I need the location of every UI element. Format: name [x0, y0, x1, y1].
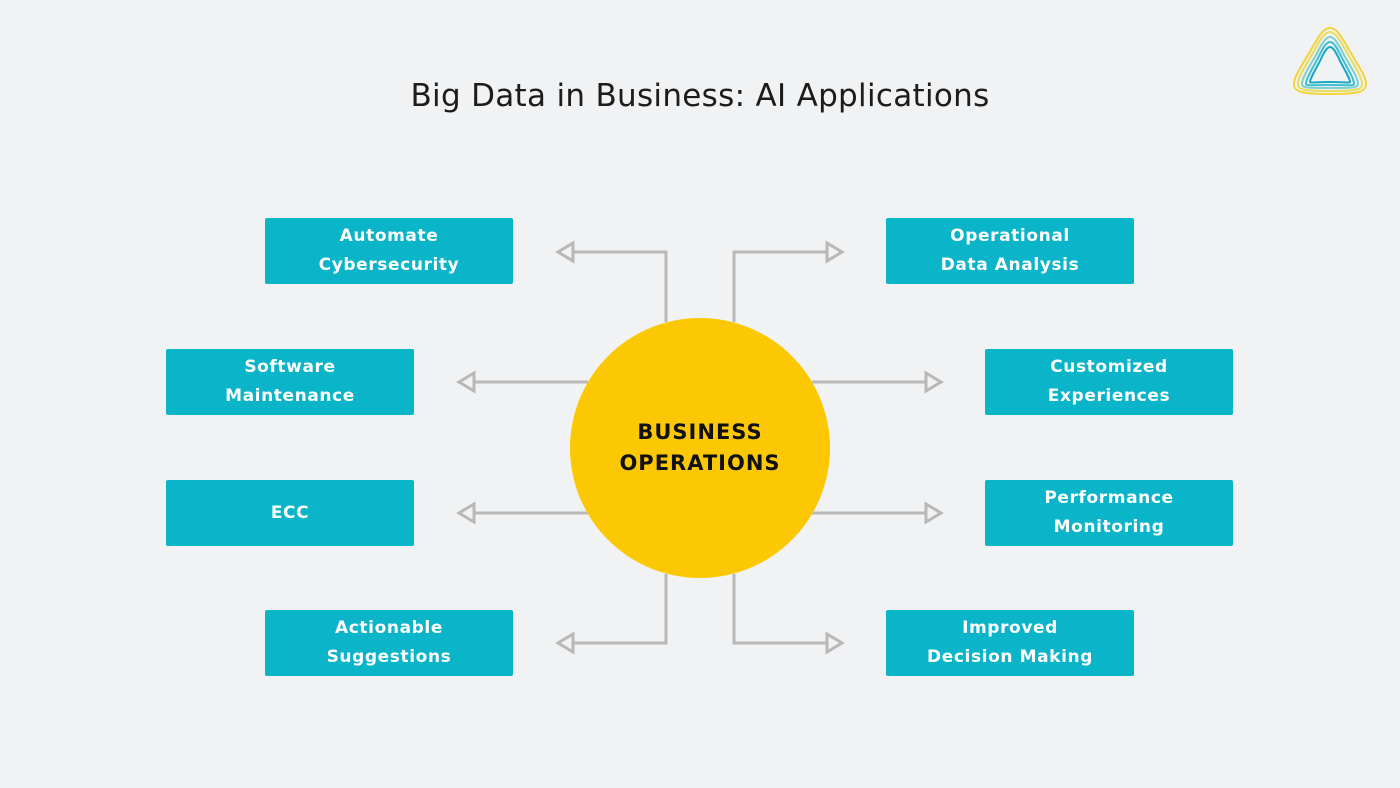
box-label: ECC	[270, 502, 310, 523]
box-ecc: ECC	[166, 480, 414, 546]
center-node: BUSINESS OPERATIONS	[570, 318, 830, 578]
box-label: Actionable Suggestions	[326, 618, 452, 667]
box-label: Improved Decision Making	[927, 618, 1093, 667]
diagram-title: Big Data in Business: AI Applications	[410, 78, 990, 114]
box-label: Automate Cybersecurity	[318, 226, 460, 275]
box-improved-decision-making: Improved Decision Making	[886, 610, 1134, 676]
box-operational-data-analysis: Operational Data Analysis	[886, 218, 1134, 284]
arrowhead-right-icon	[924, 370, 944, 394]
arrowhead-left-icon	[555, 631, 575, 655]
connector-actionable-suggestions	[572, 574, 668, 645]
arrowhead-right-icon	[924, 501, 944, 525]
connector-operational-data-analysis	[732, 250, 828, 322]
box-label: Operational Data Analysis	[940, 226, 1080, 275]
center-node-label: BUSINESS OPERATIONS	[619, 420, 781, 475]
arrowhead-left-icon	[456, 501, 476, 525]
box-performance-monitoring: Performance Monitoring	[985, 480, 1233, 546]
box-software-maintenance: Software Maintenance	[166, 349, 414, 415]
arrowhead-right-icon	[825, 240, 845, 264]
arrowhead-left-icon	[456, 370, 476, 394]
arrowhead-left-icon	[555, 240, 575, 264]
box-actionable-suggestions: Actionable Suggestions	[265, 610, 513, 676]
connector-improved-decision-making	[732, 574, 828, 645]
box-customized-experiences: Customized Experiences	[985, 349, 1233, 415]
connector-automate-cybersecurity	[572, 250, 668, 322]
triangle-logo-icon	[1292, 26, 1368, 96]
box-label: Performance Monitoring	[1044, 488, 1174, 537]
arrowhead-right-icon	[825, 631, 845, 655]
box-label: Software Maintenance	[225, 357, 355, 406]
box-label: Customized Experiences	[1047, 357, 1171, 406]
box-automate-cybersecurity: Automate Cybersecurity	[265, 218, 513, 284]
